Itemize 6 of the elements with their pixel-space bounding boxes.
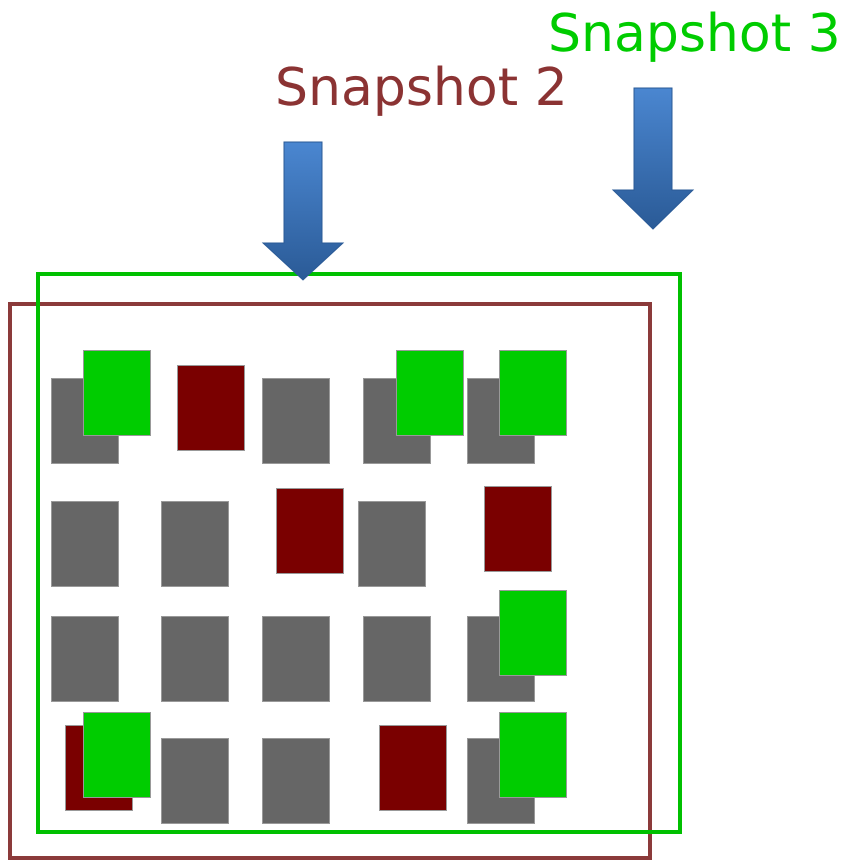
snapshot-frame [8, 302, 652, 860]
snapshot-label: Snapshot 3 [548, 8, 841, 60]
down-arrow [612, 88, 694, 230]
down-arrow [262, 142, 344, 281]
snapshot-frame [36, 272, 682, 834]
snapshot-label: Snapshot 2 [275, 62, 568, 114]
